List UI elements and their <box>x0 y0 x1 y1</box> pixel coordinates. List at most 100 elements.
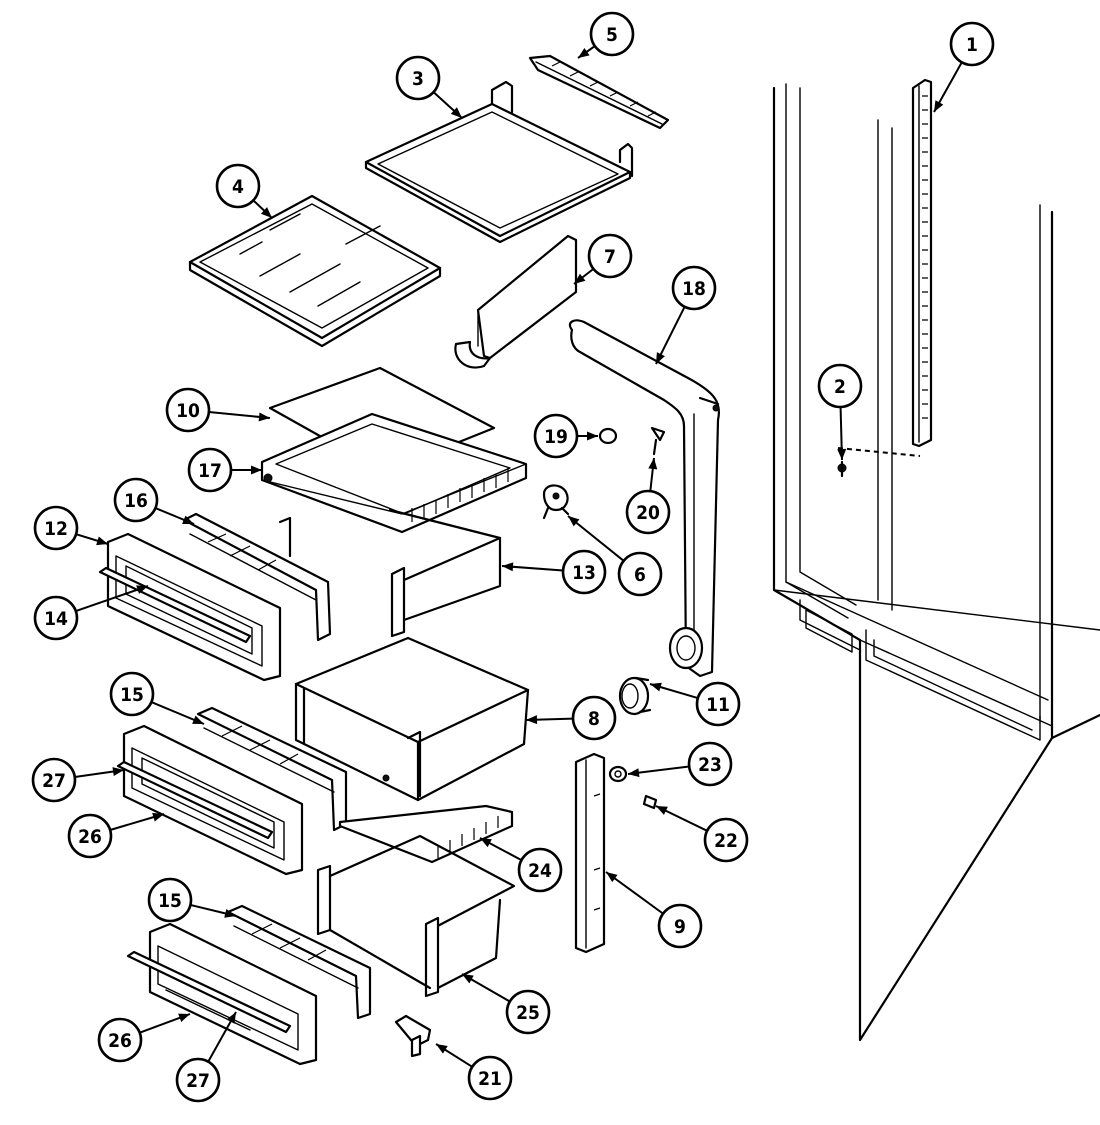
leader-arrowhead <box>650 682 662 692</box>
callout-number: 12 <box>44 518 68 540</box>
part-7-shield <box>454 234 578 369</box>
callout-circle <box>949 21 995 67</box>
callout-20: 20 <box>625 457 671 535</box>
part-16-drawer-rail <box>182 512 332 642</box>
callout-circle <box>671 265 717 311</box>
callout-18: 18 <box>655 265 717 365</box>
part-27-drawer-handle-middle <box>116 760 274 840</box>
callout-circle <box>533 413 579 459</box>
part-3-shelf-frame <box>364 80 634 244</box>
part-21-latch <box>394 1014 432 1058</box>
callout-number: 6 <box>634 564 646 586</box>
callout-6: 6 <box>567 515 663 597</box>
callout-26: 26 <box>67 812 165 859</box>
callout-number: 13 <box>572 562 596 584</box>
callout-16: 16 <box>113 477 195 525</box>
callout-number: 17 <box>198 460 222 482</box>
leader-arrowhead <box>462 974 474 984</box>
part-2-screw <box>837 447 921 478</box>
leader-arrowhead <box>178 1013 190 1023</box>
part-22-screw <box>642 794 658 810</box>
callout-circle <box>817 363 863 409</box>
callout-15: 15 <box>109 671 205 725</box>
callout-circle <box>625 489 671 535</box>
leader-arrowhead <box>628 768 640 778</box>
part-11-grommet <box>618 676 652 716</box>
callout-number: 2 <box>834 376 846 398</box>
leader-line <box>75 585 149 613</box>
part-5-shelf-trim <box>528 54 670 130</box>
leader-arrowhead <box>648 458 658 470</box>
leader-arrowhead <box>934 100 944 112</box>
part-27-drawer-handle-lower <box>126 950 292 1034</box>
callout-number: 20 <box>636 502 660 524</box>
leader-line <box>567 515 625 562</box>
callout-circle <box>517 847 563 893</box>
callout-number: 5 <box>606 24 618 46</box>
callout-number: 4 <box>232 176 244 198</box>
leader-arrowhead <box>502 562 514 572</box>
callout-circle <box>109 671 155 717</box>
part-13-crisper-pan <box>278 508 502 638</box>
part-6-clip <box>542 484 570 520</box>
callout-number: 19 <box>544 426 568 448</box>
callout-circle <box>571 695 617 741</box>
callout-number: 1 <box>966 34 978 56</box>
leader-arrowhead <box>656 352 665 364</box>
callout-1: 1 <box>933 21 995 113</box>
leader-arrowhead <box>224 909 236 918</box>
callout-9: 9 <box>605 871 703 949</box>
callout-number: 10 <box>176 400 200 422</box>
callout-circle <box>695 681 741 727</box>
part-18-air-duct <box>568 319 721 678</box>
callout-number: 27 <box>186 1070 210 1092</box>
callout-circle <box>147 877 193 923</box>
callout-number: 18 <box>682 278 706 300</box>
callout-circle <box>657 903 703 949</box>
callout-circle <box>187 447 233 493</box>
part-4-glass-shelf <box>188 194 442 348</box>
callout-2: 2 <box>817 363 863 461</box>
callout-10: 10 <box>165 387 271 433</box>
callout-circle <box>687 741 733 787</box>
callout-number: 11 <box>706 694 730 716</box>
callout-19: 19 <box>533 413 598 459</box>
callout-circle <box>31 757 77 803</box>
callout-number: 15 <box>158 890 182 912</box>
callout-circle <box>617 551 663 597</box>
callout-circle <box>165 387 211 433</box>
leader-arrowhead <box>258 412 270 422</box>
part-23-nut <box>608 765 628 783</box>
callout-27: 27 <box>31 757 125 803</box>
leader-arrowhead <box>192 715 204 724</box>
callout-26: 26 <box>97 1013 191 1063</box>
leader-arrowhead <box>136 585 148 594</box>
callout-circle <box>505 989 551 1035</box>
callout-23: 23 <box>627 741 733 787</box>
callout-number: 23 <box>698 754 722 776</box>
callout-circle <box>113 477 159 523</box>
callout-27: 27 <box>175 1011 237 1103</box>
leader-arrowhead <box>587 431 598 441</box>
callout-5: 5 <box>577 11 635 59</box>
part-25-lower-pan <box>316 834 516 998</box>
callout-circle <box>175 1057 221 1103</box>
callout-circle <box>587 233 633 279</box>
part-8-meat-pan <box>294 636 530 802</box>
leader-arrowhead <box>574 273 586 284</box>
leader-arrowhead <box>152 812 164 822</box>
leader-arrowhead <box>568 516 580 527</box>
callout-number: 8 <box>588 708 600 730</box>
callout-22: 22 <box>655 805 749 863</box>
callout-3: 3 <box>395 55 463 119</box>
leader-arrowhead <box>112 767 124 777</box>
leader-arrowhead <box>526 715 538 725</box>
part-9-vertical-bracket <box>574 752 606 954</box>
callout-circle <box>97 1017 143 1063</box>
callout-24: 24 <box>479 837 563 893</box>
callout-circle <box>467 1055 513 1101</box>
leader-arrowhead <box>450 107 462 118</box>
leader-arrowhead <box>656 806 668 815</box>
